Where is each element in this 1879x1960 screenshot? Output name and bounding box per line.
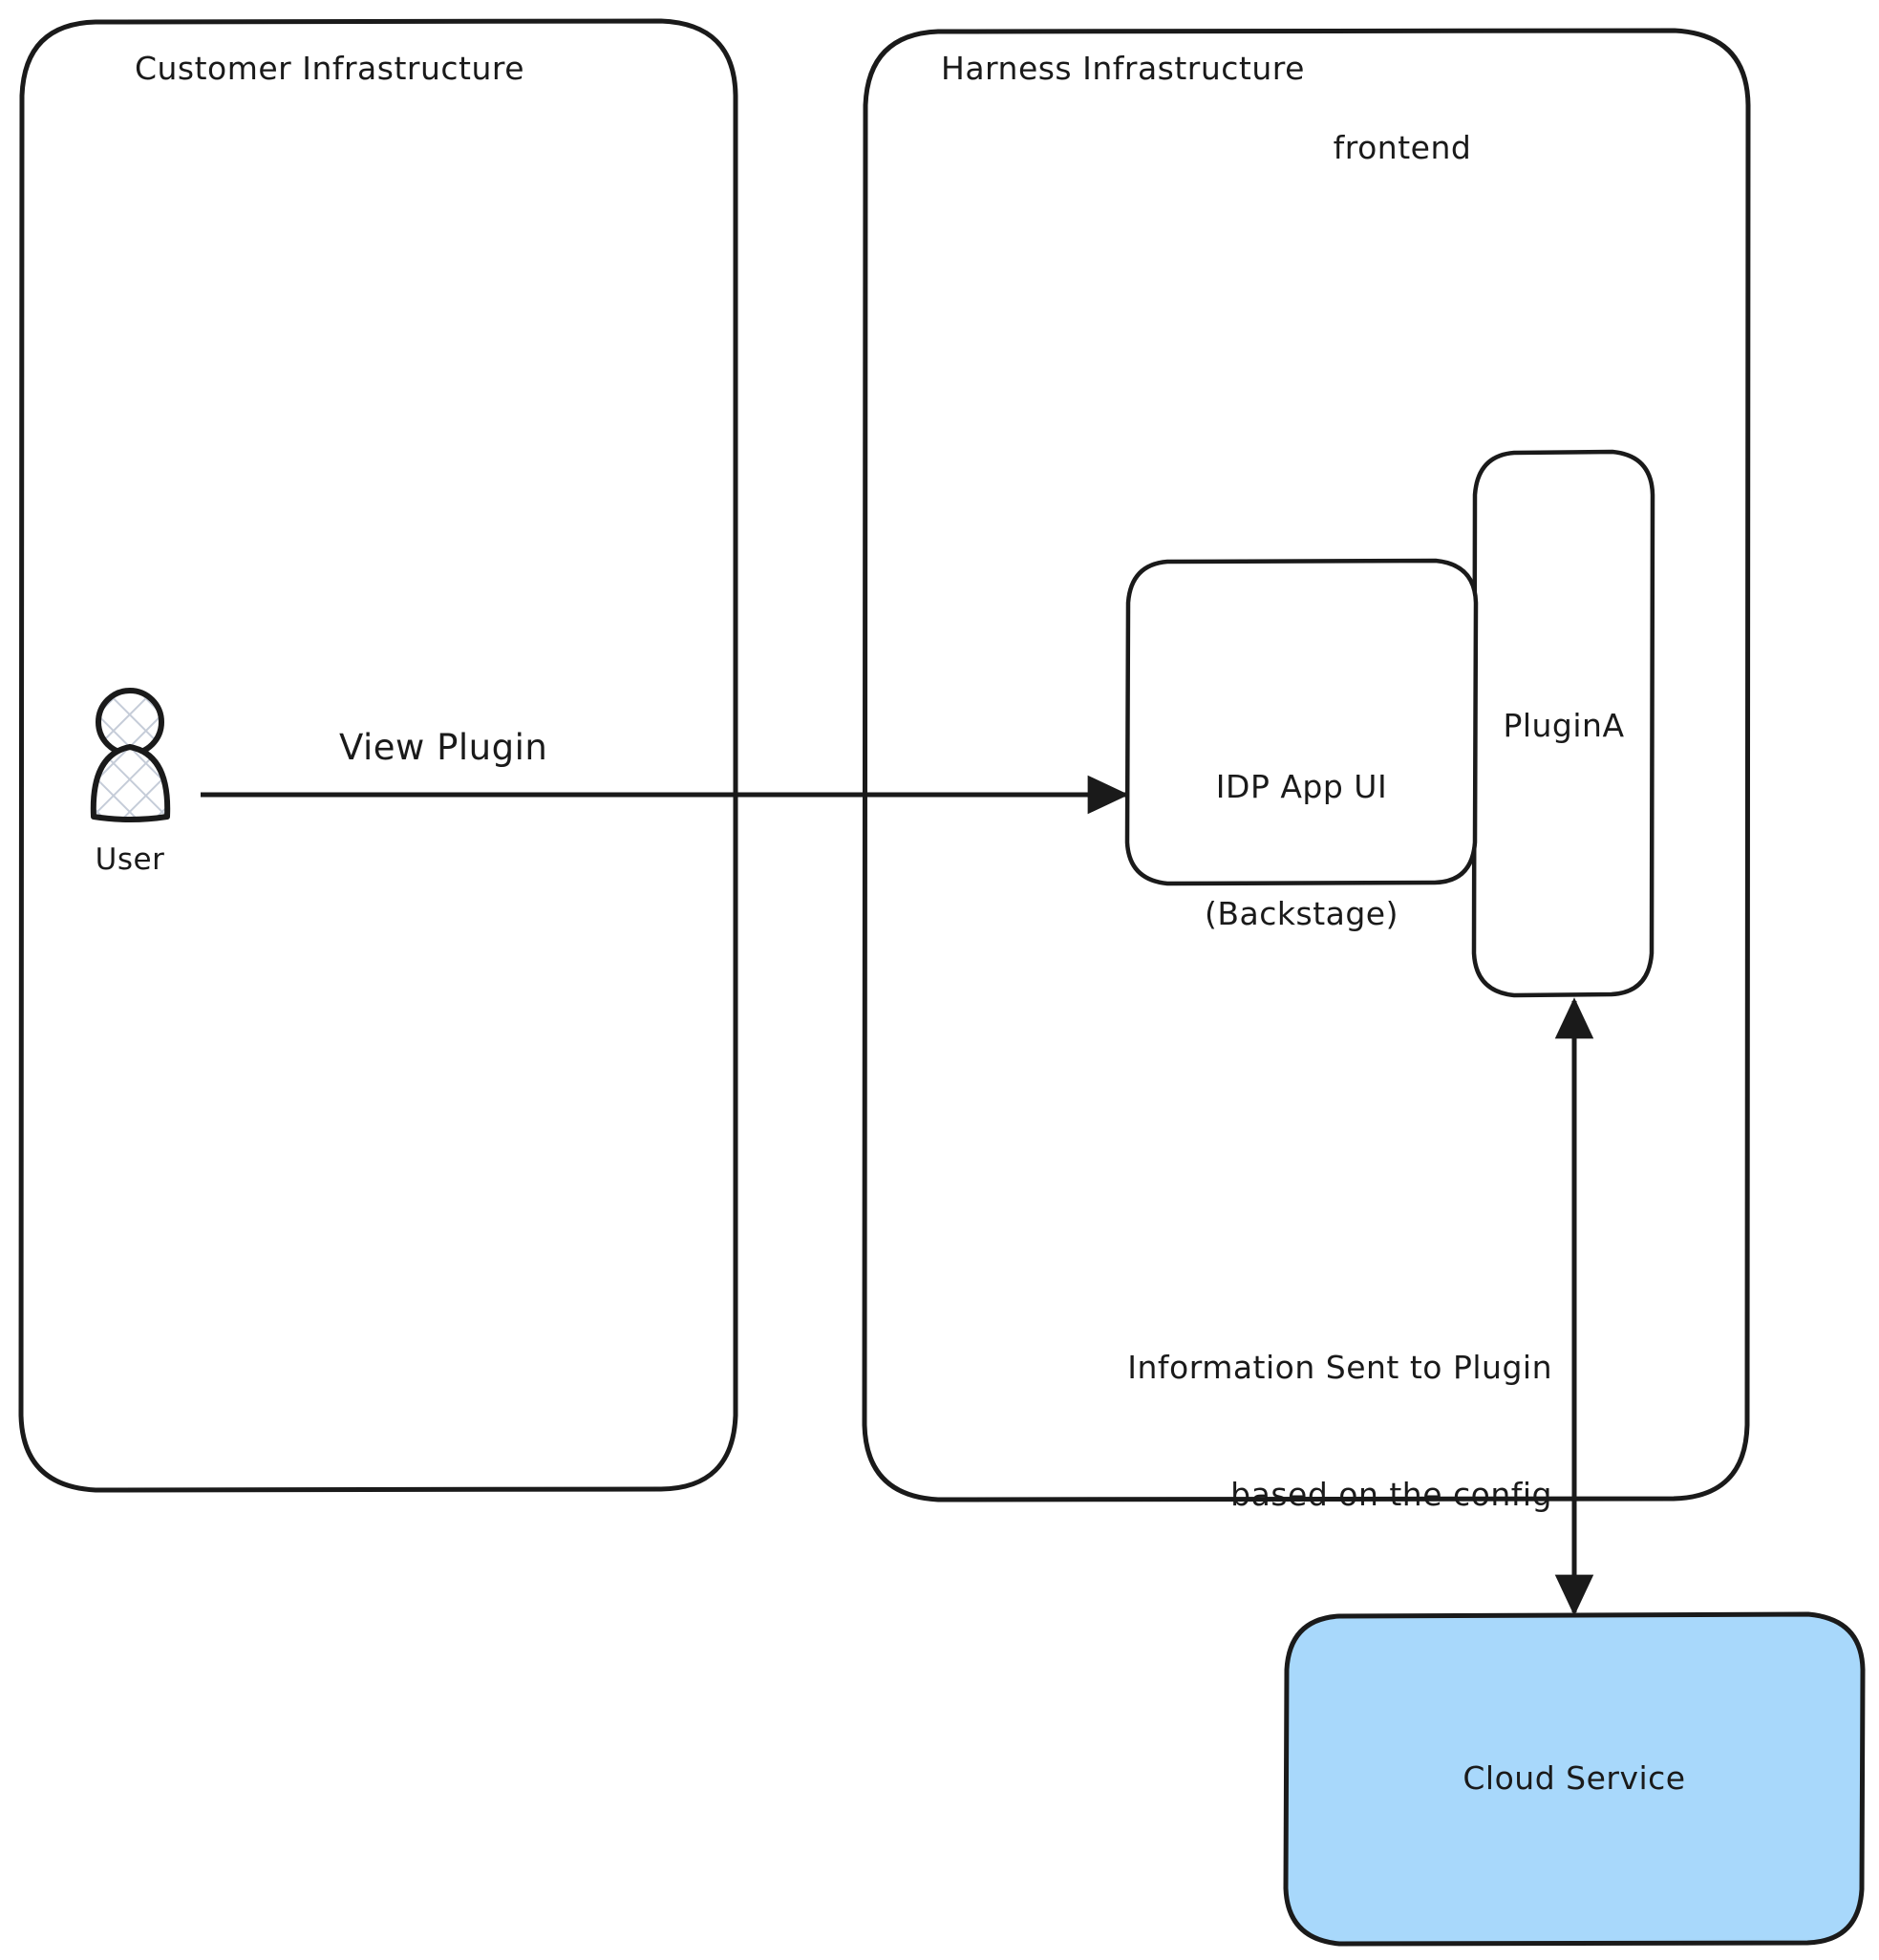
node-label-idp-app-ui: IDP App UI (Backstage): [1127, 682, 1476, 1020]
edge-label-line: Information Sent to Plugin: [1127, 1349, 1552, 1387]
node-label-plugin-a: PluginA: [1503, 707, 1625, 744]
node-label-line: IDP App UI: [1215, 768, 1388, 806]
node-label-cloud-service: Cloud Service: [1463, 1759, 1686, 1797]
node-cloud-service-shape[interactable]: [1283, 1611, 1866, 1947]
actor-label-user: User: [95, 842, 165, 877]
edge-label-view-plugin: View Plugin: [339, 727, 548, 768]
node-label-line: (Backstage): [1205, 895, 1399, 933]
group-label-frontend: frontend: [1333, 129, 1472, 166]
edge-label-line: based on the config: [1230, 1476, 1552, 1514]
container-title-harness-infrastructure: Harness Infrastructure: [941, 50, 1305, 87]
container-customer-infrastructure: [18, 18, 738, 1493]
actor-user-shape[interactable]: [90, 688, 171, 822]
node-idp-app-ui-shape[interactable]: [1124, 558, 1479, 886]
node-plugin-a-shape[interactable]: [1471, 449, 1655, 998]
container-title-customer-infrastructure: Customer Infrastructure: [134, 50, 525, 87]
edge-label-information-sent-to-plugin: Information Sent to Plugin based on the …: [993, 1263, 1552, 1601]
